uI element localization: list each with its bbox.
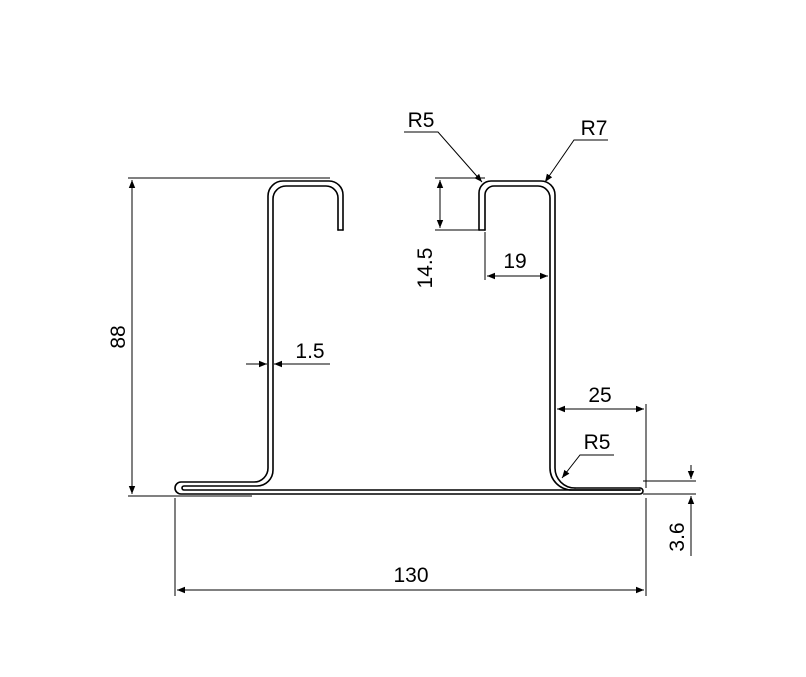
radius-label-bottom-right: R5 bbox=[584, 431, 611, 454]
dim-88-label: 88 bbox=[107, 325, 130, 348]
leader-r7-top bbox=[544, 139, 608, 183]
dimension-lines bbox=[128, 180, 695, 594]
dim-130-label: 130 bbox=[393, 564, 428, 587]
dim-19-label: 19 bbox=[503, 250, 526, 273]
radius-leaders bbox=[404, 131, 614, 479]
leader-r5-top bbox=[404, 131, 483, 183]
dim-15-label: 1.5 bbox=[295, 340, 324, 363]
profile-right-outer-line bbox=[478, 180, 576, 489]
radius-label-top-right: R7 bbox=[581, 117, 608, 140]
leader-r5-bottom bbox=[561, 454, 614, 479]
profile-inner-line bbox=[181, 185, 641, 491]
dim-36-label: 3.6 bbox=[666, 522, 689, 551]
profile-outline bbox=[174, 180, 644, 495]
profile-right-inner-line bbox=[484, 185, 641, 491]
dim-25-label: 25 bbox=[588, 384, 611, 407]
radius-label-top-left: R5 bbox=[408, 109, 435, 132]
dimension-texts: 88 130 1.5 14.5 19 25 3.6 bbox=[107, 248, 689, 587]
profile-outer-line bbox=[174, 180, 644, 495]
extension-lines bbox=[128, 177, 696, 596]
dim-145-label: 14.5 bbox=[414, 248, 437, 289]
radius-texts: R5 R7 R5 bbox=[408, 109, 611, 454]
